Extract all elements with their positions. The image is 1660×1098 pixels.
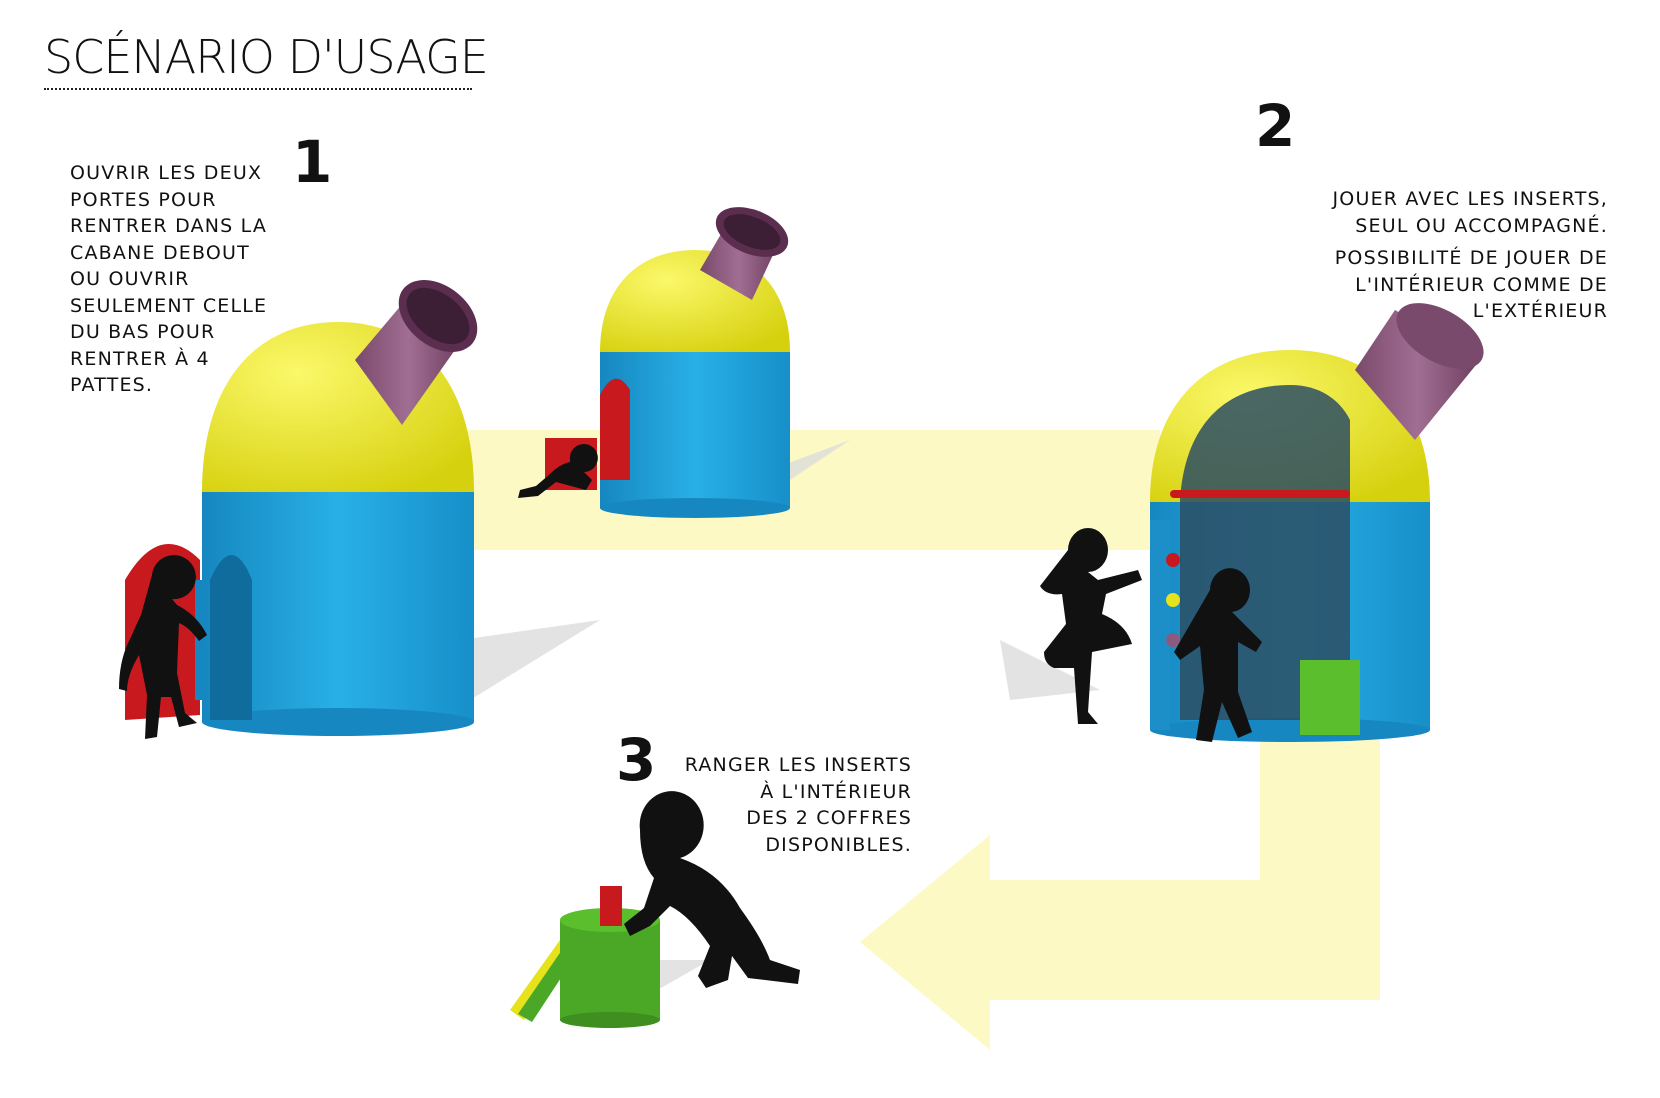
chest-body <box>560 920 660 1020</box>
step-1-line: SEULEMENT CELLE <box>70 294 268 317</box>
step-1-line: CABANE DEBOUT <box>70 241 250 264</box>
cabin-1b-door <box>600 378 630 480</box>
step-1-line: PORTES POUR <box>70 188 217 211</box>
step-3-line: RANGER LES INSERTS <box>684 754 912 776</box>
step-2-line: SEUL OU ACCOMPAGNÉ. <box>1355 214 1608 237</box>
step-3-line: DISPONIBLES. <box>765 833 912 856</box>
storage-chest <box>510 791 800 1028</box>
step-2-number: 2 <box>1255 92 1296 160</box>
step-2-line: JOUER AVEC LES INSERTS, <box>1332 188 1608 210</box>
child-silhouette-standing <box>119 555 207 739</box>
step-1-line: RENTRER DANS LA <box>70 215 268 237</box>
title-underline <box>44 88 472 90</box>
step-3-number: 3 <box>616 726 657 794</box>
cabin-1b-body <box>600 350 790 508</box>
step-1-number: 1 <box>292 128 333 196</box>
step-3-line: DES 2 COFFRES <box>746 807 912 829</box>
cabin-1b <box>518 207 790 518</box>
cabin-1-door-opening <box>210 555 252 720</box>
step-1-line: OUVRIR LES DEUX <box>70 162 263 184</box>
child-silhouette-toddler <box>624 791 800 988</box>
step-2-line: POSSIBILITÉ DE JOUER DE <box>1334 247 1608 269</box>
cabin-2 <box>1040 303 1484 742</box>
step-1-description: OUVRIR LES DEUX PORTES POUR RENTRER DANS… <box>70 160 267 399</box>
step-1-line: PATTES. <box>70 374 154 396</box>
cabin-1-telescope <box>355 280 478 425</box>
insert-block <box>600 886 622 926</box>
cabin-2-inner-seat <box>1300 660 1360 735</box>
step-1-line: DU BAS POUR <box>70 321 216 343</box>
step-2-line: L'INTÉRIEUR COMME DE <box>1355 273 1608 296</box>
step-1-line: OU OUVRIR <box>70 268 190 290</box>
step-1-line: RENTRER À 4 <box>70 347 210 370</box>
cabin-2-open-door <box>1150 520 1170 730</box>
step-3-description: RANGER LES INSERTS À L'INTÉRIEUR DES 2 C… <box>685 752 912 858</box>
page-title: SCÉNARIO D'USAGE <box>44 30 489 84</box>
child-silhouette-boy <box>1174 568 1262 742</box>
child-silhouette-girl <box>1040 528 1142 724</box>
cabin-1 <box>119 280 478 739</box>
step-2-line: L'EXTÉRIEUR <box>1472 300 1608 322</box>
flow-arrow-head <box>860 835 990 1050</box>
cabin-1b-telescope <box>700 207 789 300</box>
flow-path-bottom-segment <box>990 880 1380 1000</box>
child-silhouette-crawling <box>518 444 598 498</box>
step-3-line: À L'INTÉRIEUR <box>760 780 912 803</box>
step-2-description: JOUER AVEC LES INSERTS, SEUL OU ACCOMPAG… <box>1333 186 1609 325</box>
cabin-2-telescope <box>1355 303 1484 440</box>
